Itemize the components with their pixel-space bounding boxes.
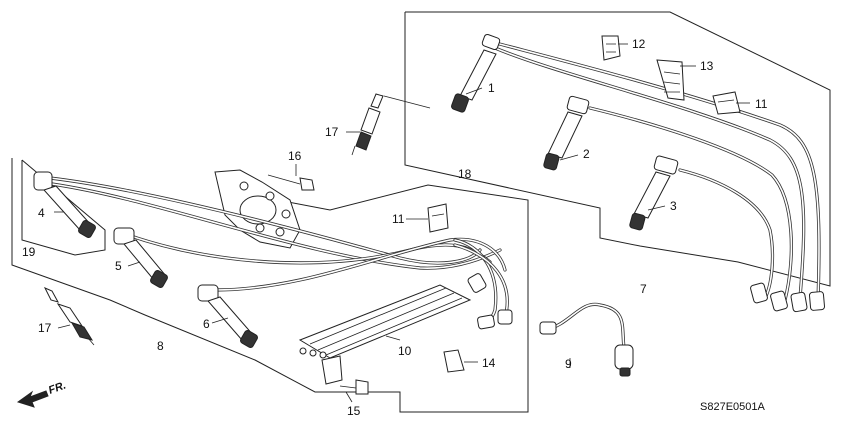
wire-clamp-13 bbox=[656, 59, 685, 101]
plug-cap-1 bbox=[451, 33, 501, 113]
callout-12: 12 bbox=[632, 37, 646, 51]
ignition-wire-set-rear bbox=[490, 40, 826, 313]
ignition-wire-set-front bbox=[48, 176, 513, 330]
callout-11-lower: 11 bbox=[392, 212, 405, 226]
callout-8: 8 bbox=[157, 339, 164, 353]
callout-15: 15 bbox=[347, 404, 361, 418]
plug-cap-4 bbox=[33, 171, 96, 238]
frame-group-8 bbox=[11, 158, 529, 413]
callout-17-lower: 17 bbox=[38, 321, 52, 335]
plug-cap-3 bbox=[629, 155, 679, 231]
front-direction-arrow: FR. bbox=[16, 379, 68, 408]
wire-clamp-11-lower bbox=[427, 203, 449, 233]
callout-17-upper: 17 bbox=[325, 125, 339, 139]
wire-clamp-14 bbox=[443, 349, 465, 373]
wire-clamp-12 bbox=[601, 35, 621, 61]
plug-cap-6 bbox=[197, 284, 258, 348]
ignition-wire-9 bbox=[539, 302, 634, 377]
bolt-16 bbox=[267, 174, 315, 191]
wire-clamp-11-upper bbox=[712, 91, 741, 115]
leader-lines bbox=[54, 43, 750, 403]
bolt-15 bbox=[339, 379, 369, 395]
callout-5: 5 bbox=[115, 259, 122, 273]
callout-10: 10 bbox=[398, 344, 412, 358]
callout-9: 9 bbox=[565, 357, 572, 371]
callout-1: 1 bbox=[488, 81, 495, 95]
callout-16: 16 bbox=[288, 149, 302, 163]
spark-plug-upper bbox=[351, 93, 384, 156]
frame-group-19 bbox=[21, 159, 106, 256]
callout-3: 3 bbox=[670, 199, 677, 213]
callout-2: 2 bbox=[583, 147, 590, 161]
frame-group-18 bbox=[404, 11, 831, 287]
callout-7: 7 bbox=[640, 282, 647, 296]
callout-13: 13 bbox=[700, 59, 714, 73]
arrow-icon bbox=[16, 390, 49, 408]
spark-plug-lower bbox=[43, 287, 95, 346]
distributor-cap bbox=[214, 169, 301, 249]
direction-label: FR. bbox=[47, 379, 68, 396]
diagram-code: S827E0501A bbox=[700, 401, 765, 413]
callout-14: 14 bbox=[482, 356, 496, 370]
callout-18: 18 bbox=[458, 167, 472, 181]
wire-holder-10 bbox=[298, 284, 472, 385]
callout-11-upper: 11 bbox=[755, 97, 768, 111]
callout-19: 19 bbox=[22, 245, 36, 259]
plug-cap-2 bbox=[543, 95, 590, 171]
callout-4: 4 bbox=[38, 206, 45, 220]
callout-6: 6 bbox=[203, 317, 210, 331]
plug-cap-5 bbox=[113, 227, 168, 288]
